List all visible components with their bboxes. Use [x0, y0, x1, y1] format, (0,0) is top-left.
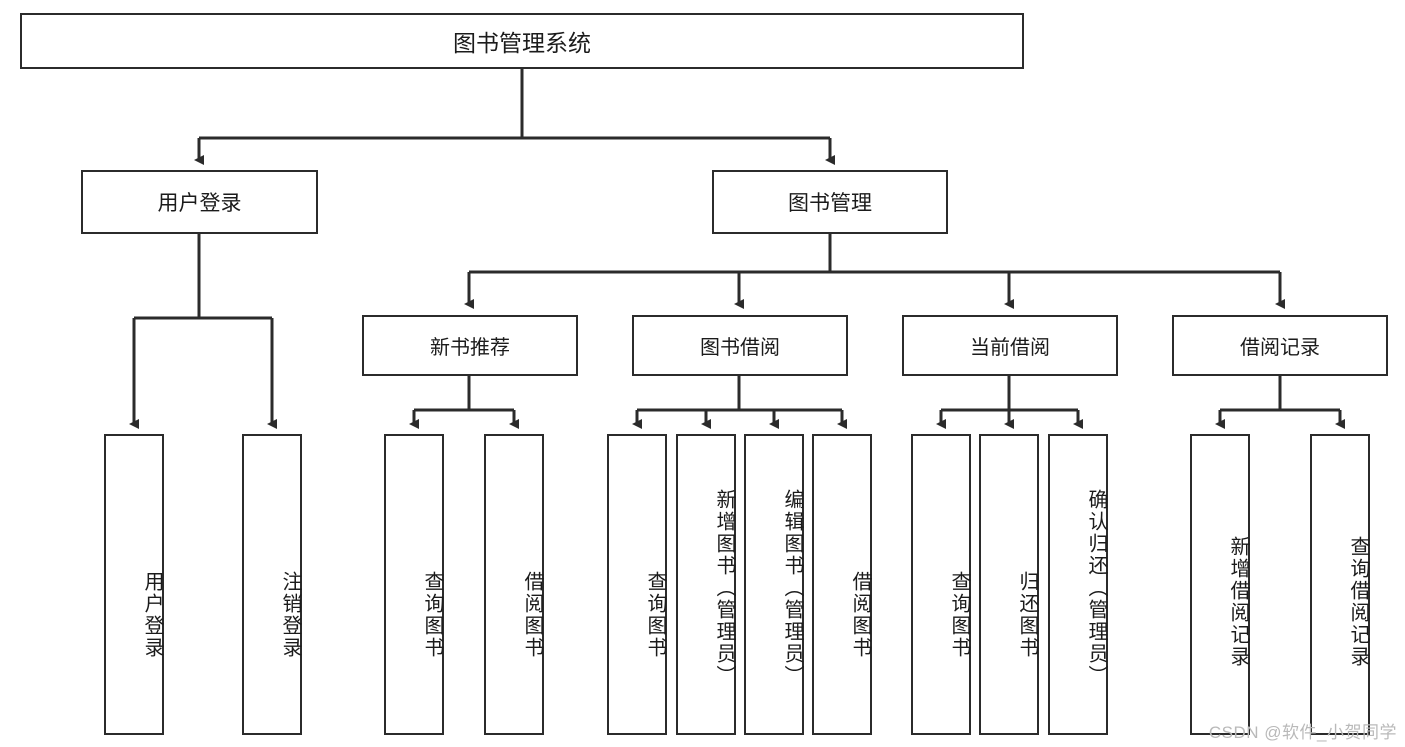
node-label: 新增图书（管理员） [713, 488, 735, 687]
leaf-logout[interactable]: 注销登录 [242, 434, 302, 735]
node-label: 借阅图书 [521, 570, 543, 659]
node-borrow-record[interactable]: 借阅记录 [1172, 315, 1388, 376]
node-current-borrow[interactable]: 当前借阅 [902, 315, 1118, 376]
node-label: 用户登录 [141, 570, 163, 659]
leaf-add-borrow-record[interactable]: 新增借阅记录 [1190, 434, 1250, 735]
node-label: 查询图书 [421, 570, 443, 659]
node-label: 查询图书 [948, 570, 970, 659]
leaf-query-book-current[interactable]: 查询图书 [911, 434, 971, 735]
node-book-borrow[interactable]: 图书借阅 [632, 315, 848, 376]
leaf-confirm-return-admin[interactable]: 确认归还（管理员） [1048, 434, 1108, 735]
node-label: 新增借阅记录 [1227, 535, 1249, 668]
node-root-system[interactable]: 图书管理系统 [20, 13, 1024, 69]
leaf-return-book[interactable]: 归还图书 [979, 434, 1039, 735]
node-label: 当前借阅 [970, 337, 1050, 359]
leaf-user-login[interactable]: 用户登录 [104, 434, 164, 735]
node-label: 新书推荐 [430, 337, 510, 359]
leaf-borrow-book[interactable]: 借阅图书 [812, 434, 872, 735]
node-label: 归还图书 [1016, 570, 1038, 659]
node-book-management[interactable]: 图书管理 [712, 170, 948, 234]
node-label: 编辑图书（管理员） [781, 488, 803, 687]
leaf-add-book-admin[interactable]: 新增图书（管理员） [676, 434, 736, 735]
node-label: 借阅记录 [1240, 337, 1320, 359]
node-label: 查询借阅记录 [1347, 535, 1369, 668]
leaf-borrow-book-recommend[interactable]: 借阅图书 [484, 434, 544, 735]
leaf-edit-book-admin[interactable]: 编辑图书（管理员） [744, 434, 804, 735]
node-new-book-recommend[interactable]: 新书推荐 [362, 315, 578, 376]
leaf-query-borrow-record[interactable]: 查询借阅记录 [1310, 434, 1370, 735]
leaf-query-book-borrow[interactable]: 查询图书 [607, 434, 667, 735]
node-user-login[interactable]: 用户登录 [81, 170, 318, 234]
node-label: 查询图书 [644, 570, 666, 659]
node-label: 图书借阅 [700, 337, 780, 359]
node-label: 借阅图书 [849, 570, 871, 659]
node-label: 注销登录 [279, 570, 301, 659]
node-label: 图书管理系统 [453, 30, 591, 56]
node-label: 用户登录 [157, 192, 242, 215]
node-label: 确认归还（管理员） [1085, 488, 1107, 687]
leaf-query-book-recommend[interactable]: 查询图书 [384, 434, 444, 735]
csdn-watermark: CSDN @软件_小贺同学 [1208, 723, 1397, 742]
node-label: 图书管理 [788, 192, 872, 215]
